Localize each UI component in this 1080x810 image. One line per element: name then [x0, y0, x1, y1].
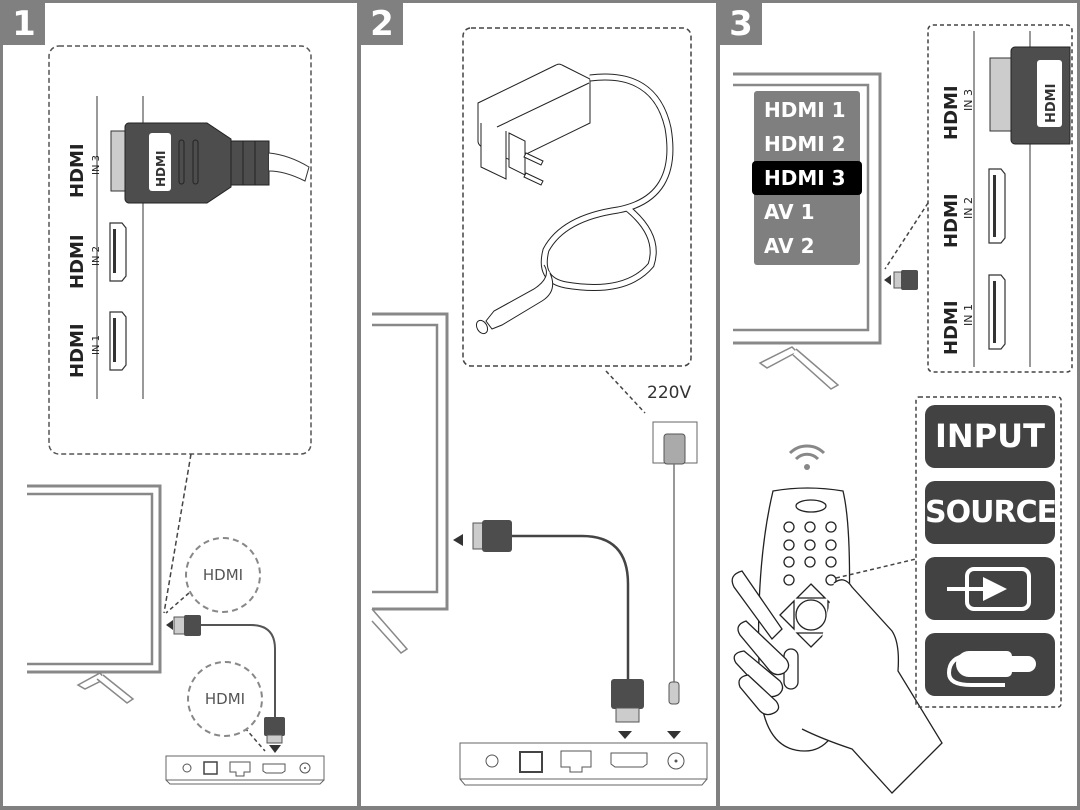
zoom-callout-box [48, 45, 312, 455]
cable-plug-button[interactable] [925, 633, 1055, 696]
svg-text:HDMI: HDMI [941, 300, 962, 355]
buttons-callout-box [915, 396, 1062, 708]
hdmi-in2-label: HDMI IN 2 [941, 193, 975, 248]
arrow-down-icon [667, 731, 681, 739]
input-button[interactable]: INPUT [925, 405, 1055, 468]
svg-text:IN 2: IN 2 [962, 197, 975, 219]
hand-icon [731, 570, 943, 794]
hdmi-connector [611, 679, 644, 709]
step-3-panel: 3 HDMI IN 3 HDMI IN 2 HDMI IN 1 HDMI [720, 3, 1077, 806]
arrow-down-icon [618, 731, 632, 739]
step-1-badge: 1 [3, 3, 45, 45]
arrow-left-icon [884, 275, 891, 285]
hdmi-cable-plug-icon: HDMI [110, 122, 310, 204]
svg-text:IN 1: IN 1 [962, 304, 975, 326]
hdmi-logo-text: HDMI [67, 143, 88, 198]
hdmi-connector [901, 270, 918, 290]
set-top-box-icon [459, 742, 708, 786]
leader-line [605, 370, 646, 414]
svg-text:IN 1: IN 1 [91, 335, 102, 355]
svg-text:HDMI: HDMI [941, 85, 962, 140]
hdmi-in1-label: HDMI IN 1 [941, 300, 975, 355]
hdmi-connector [184, 615, 201, 636]
step-2-badge: 2 [361, 3, 403, 45]
hdmi-in3-label: HDMI IN 3 [67, 143, 102, 198]
svg-text:IN 2: IN 2 [91, 246, 102, 266]
cable-plug-icon [946, 651, 1036, 687]
arrow-left-icon [166, 620, 173, 630]
power-adapter-icon [475, 63, 674, 335]
step-3-illustration: HDMI IN 3 HDMI IN 2 HDMI IN 1 HDMI [731, 24, 1073, 794]
dc-plug [668, 681, 680, 705]
svg-text:HDMI: HDMI [67, 234, 88, 289]
input-button-highlight [825, 574, 837, 586]
input-arrow-icon [947, 567, 1031, 611]
hdmi-in3-label: HDMI IN 3 [941, 85, 975, 140]
hdmi-port-in1 [109, 311, 127, 371]
leader-line [884, 202, 929, 270]
tv-icon [27, 484, 162, 704]
menu-item-hdmi3[interactable]: HDMI 3 [752, 161, 862, 195]
hdmi-port-in2 [109, 222, 127, 282]
arrow-left-icon [453, 534, 463, 546]
step-3-badge: 3 [720, 3, 762, 45]
input-source-menu: HDMI 1 HDMI 2 HDMI 3 AV 1 AV 2 [752, 91, 862, 265]
set-top-box-icon [165, 755, 325, 785]
hdmi-callout-box: HDMI [187, 661, 263, 737]
adapter-plugged [663, 433, 686, 465]
svg-text:HDMI: HDMI [1044, 84, 1059, 123]
menu-item-av2[interactable]: AV 2 [764, 234, 815, 258]
hdmi-in2-label: HDMI IN 2 [67, 234, 102, 289]
tv-icon [733, 72, 882, 390]
step-1-panel: 1 HDMI IN 3 HDMI IN 2 HDMI IN 1 HDMI [3, 3, 357, 806]
menu-item-hdmi2[interactable]: HDMI 2 [764, 132, 846, 156]
step-2-panel: 2 [361, 3, 716, 806]
wireless-signal-icon [788, 444, 826, 470]
zoom-callout-box [927, 24, 1073, 373]
step-2-illustration [371, 27, 708, 786]
step-1-illustration: HDMI IN 3 HDMI IN 2 HDMI IN 1 HDMI [27, 45, 325, 785]
svg-text:HDMI: HDMI [154, 151, 168, 187]
hdmi-cable-plug-icon: HDMI [989, 46, 1071, 145]
leader-line [163, 453, 192, 614]
source-button[interactable]: SOURCE [925, 481, 1057, 544]
input-arrow-button[interactable] [925, 557, 1055, 620]
voltage-label: 220V [647, 383, 692, 403]
zoom-callout-box [462, 27, 692, 367]
menu-item-hdmi1[interactable]: HDMI 1 [764, 98, 846, 122]
svg-text:HDMI: HDMI [941, 193, 962, 248]
hdmi-cable [201, 624, 276, 717]
hdmi-connector [482, 520, 512, 552]
menu-item-av1[interactable]: AV 1 [764, 200, 815, 224]
hdmi-port-in2 [988, 168, 1006, 244]
arrow-down-icon [269, 745, 281, 753]
svg-text:HDMI: HDMI [67, 323, 88, 378]
hdmi-callout-tv: HDMI [185, 537, 261, 613]
hdmi-in1-label: HDMI IN 1 [67, 323, 102, 378]
hdmi-cable [512, 534, 630, 679]
port-sub-label: IN 3 [91, 155, 102, 175]
svg-text:IN 3: IN 3 [962, 89, 975, 111]
hdmi-connector [264, 717, 285, 736]
tv-icon [371, 312, 449, 654]
hdmi-port-in1 [988, 274, 1006, 350]
